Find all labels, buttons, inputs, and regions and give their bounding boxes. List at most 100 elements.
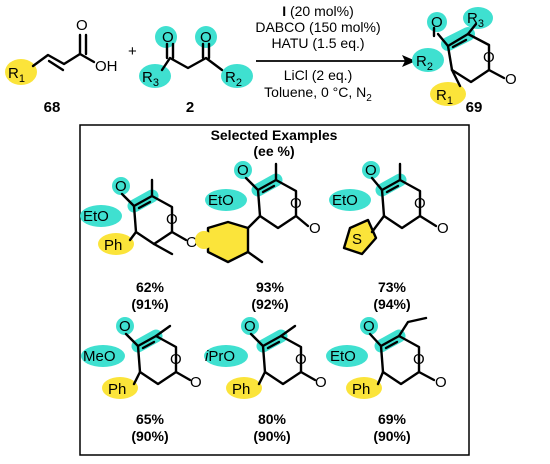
ex3-o: O xyxy=(365,162,377,179)
ex5-ester: iPrO xyxy=(205,348,235,365)
oh-bond xyxy=(78,52,96,64)
ex5-lactone-o: O xyxy=(315,374,327,391)
ex5-methyl xyxy=(279,324,297,338)
ex6-o-highlight xyxy=(360,317,378,335)
example-1: O EtO O O Ph 62% (91%) xyxy=(80,177,198,312)
ex3-ring-o: O xyxy=(414,195,426,212)
ex6-lactone-o: O xyxy=(435,374,447,391)
examples-subtitle: (ee %) xyxy=(253,143,294,159)
catalyst-line: I (20 mol%) xyxy=(282,3,354,19)
ex2-o: O xyxy=(237,162,249,179)
ex5-aryl: Ph xyxy=(232,381,250,398)
ex3-ring-double xyxy=(385,184,400,194)
ex1-o: O xyxy=(115,178,127,195)
ex1-ph-highlight xyxy=(98,233,134,255)
compound-68-label: 68 xyxy=(44,99,61,116)
product-o-highlight xyxy=(427,12,447,32)
ex6-ph-highlight xyxy=(346,377,382,399)
acrylic-chain xyxy=(31,52,82,68)
product-r3-label: R3 xyxy=(467,10,484,30)
ex6-ph-bond xyxy=(376,370,385,386)
ex2-aryl-highlight xyxy=(208,222,248,262)
ex4-o-highlight xyxy=(116,317,134,335)
ex3-ester: EtO xyxy=(332,192,358,209)
ex2-ring-double xyxy=(261,184,276,194)
ex1-o-highlight xyxy=(112,177,130,195)
alkene-double-bond xyxy=(47,59,65,72)
additive-line: LiCl (2 eq.) xyxy=(284,67,352,83)
product-r3-bond xyxy=(466,22,478,36)
acid-o-label: O xyxy=(76,17,88,34)
ex6-acyl xyxy=(368,332,383,348)
ex1-lactone-co xyxy=(170,230,188,242)
reactant-2: O O R3 R2 2 xyxy=(139,26,253,116)
ex4-lactone-o: O xyxy=(190,374,202,391)
ex6-ring-o: O xyxy=(413,351,425,368)
r1-highlight xyxy=(5,59,37,85)
ex4-methyl xyxy=(154,324,172,338)
example-2: O EtO O O 93% (92%) xyxy=(195,161,321,312)
ketone-o-2: O xyxy=(200,29,212,46)
ex6-o: O xyxy=(363,318,375,335)
ex4-ester: MeO xyxy=(83,348,116,365)
ex5-ph-bond xyxy=(257,370,267,386)
ex4-o: O xyxy=(119,318,131,335)
examples-box xyxy=(79,124,470,456)
ex4-ester-highlight xyxy=(81,345,125,367)
ex5-ester-highlight xyxy=(204,345,248,367)
ex3-thiophene-s: S xyxy=(352,231,362,248)
ex1-ring-o: O xyxy=(166,211,178,228)
product-ring-double xyxy=(451,38,468,49)
product-r1-bond xyxy=(450,68,462,88)
ex5-o: O xyxy=(244,318,256,335)
ex4-aryl: Ph xyxy=(108,381,126,398)
solvent-line: Toluene, 0 °C, N2 xyxy=(264,84,372,104)
product-r1-highlight xyxy=(430,82,466,106)
product-r2-highlight xyxy=(412,48,444,72)
ex4-acyl xyxy=(124,332,140,348)
reactant-68: R1 O OH 68 xyxy=(5,17,118,116)
ex3-thienyl-bond xyxy=(370,214,386,234)
ex5-ring-o: O xyxy=(295,351,307,368)
ex2-acyl xyxy=(244,176,260,192)
ex6-ester: EtO xyxy=(330,348,356,365)
coupling-line: HATU (1.5 eq.) xyxy=(271,35,364,51)
o-highlight-2 xyxy=(195,26,217,48)
oh-label: OH xyxy=(95,58,118,75)
ex6-ethyl xyxy=(397,316,428,338)
ex3-o-highlight xyxy=(362,161,380,179)
ex6-ring-double xyxy=(384,340,399,350)
ex2-tolyl-methyl xyxy=(246,250,264,264)
ex2-aryl-bond xyxy=(246,214,262,230)
ex2-ring-o: O xyxy=(290,195,302,212)
product-r3-highlight xyxy=(463,7,493,29)
example-6: O EtO O O Ph 69% (90%) xyxy=(326,316,447,444)
ex2-ee: (92%) xyxy=(251,296,288,312)
product-lactone-co xyxy=(487,68,506,80)
product-69: O R3 R2 O O R1 69 xyxy=(412,7,517,116)
product-lactone-o: O xyxy=(505,71,517,88)
ex2-ester-highlight xyxy=(205,189,247,211)
ex4-ee: (90%) xyxy=(131,428,168,444)
ex5-yield: 80% xyxy=(258,411,287,427)
reaction-arrow-group: I (20 mol%) DABCO (150 mol%) HATU (1.5 e… xyxy=(255,3,416,104)
example-3: O EtO O O S 73% (94%) xyxy=(329,161,449,312)
ex5-lactone-co xyxy=(299,370,317,382)
ex4-ph-bond xyxy=(132,370,142,386)
ex1-lactone-o: O xyxy=(186,234,198,251)
ex5-o-highlight xyxy=(241,317,259,335)
ex5-acyl xyxy=(249,332,265,348)
ex2-yield: 93% xyxy=(256,279,285,295)
compound-2-label: 2 xyxy=(186,99,194,116)
base-line: DABCO (150 mol%) xyxy=(255,19,380,35)
o-highlight-1 xyxy=(155,26,177,48)
ex4-ph-highlight xyxy=(102,377,138,399)
ex1-ester: EtO xyxy=(83,208,109,225)
ex3-ee: (94%) xyxy=(373,296,410,312)
ex5-ring-double xyxy=(266,340,281,350)
plus-sign: + xyxy=(128,43,137,60)
ex2-o-highlight xyxy=(234,161,252,179)
ex6-lactone-co xyxy=(417,370,436,382)
example-4: O MeO O O Ph 65% (90%) xyxy=(81,317,202,444)
ex3-lactone-o: O xyxy=(437,220,449,237)
